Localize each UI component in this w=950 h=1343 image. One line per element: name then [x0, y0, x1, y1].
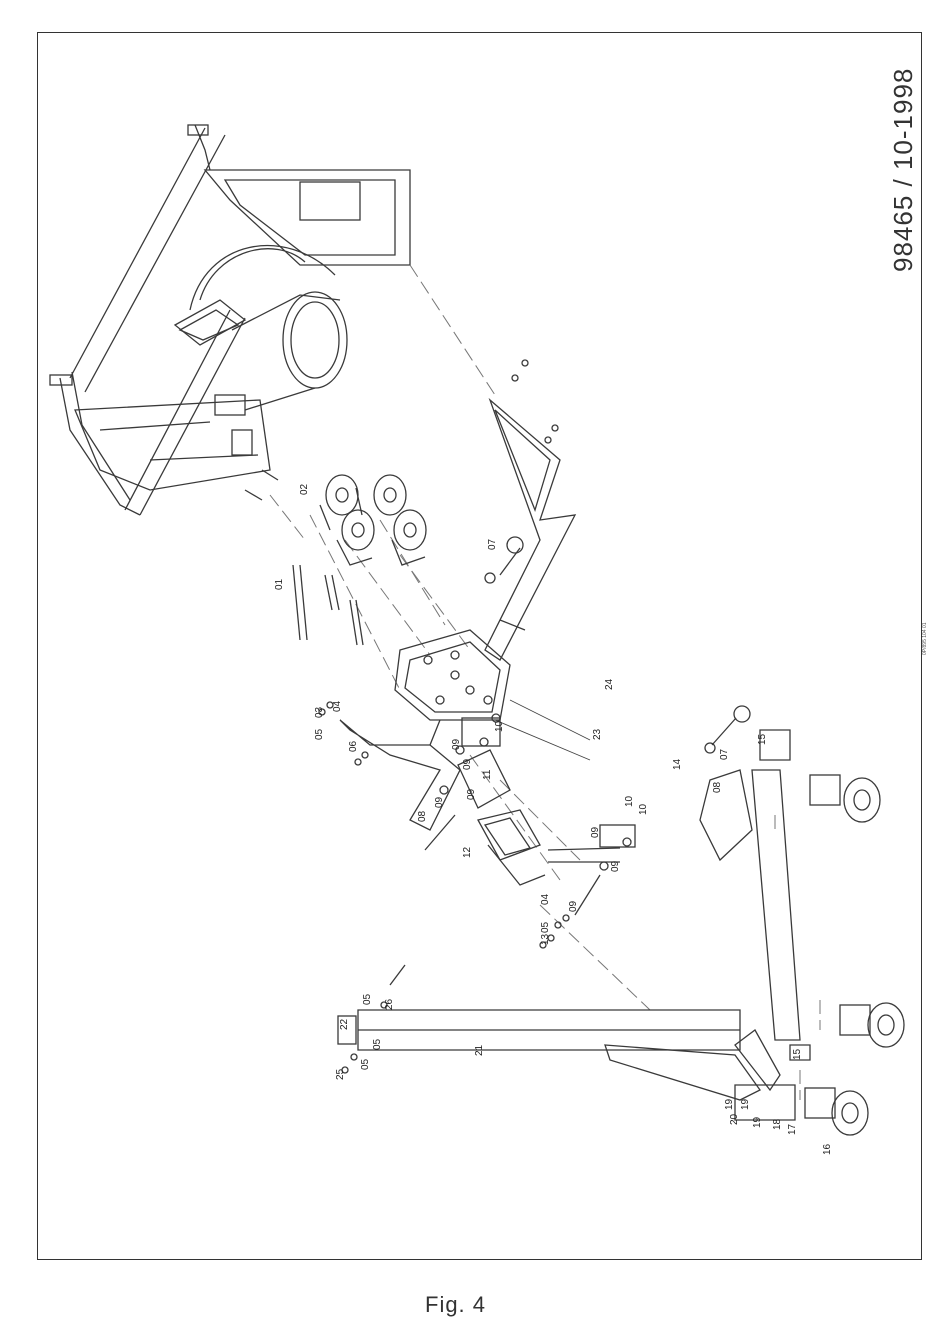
part-label-19: 19	[752, 1116, 763, 1128]
part-label-20: 20	[729, 1113, 740, 1125]
margin-note-text: 0P/895 104 01	[922, 622, 928, 655]
part-label-22: 22	[339, 1018, 350, 1030]
part-label-16: 16	[822, 1143, 833, 1155]
part-label-05: 05	[540, 921, 551, 933]
part-label-14: 14	[672, 758, 683, 770]
part-label-19: 19	[724, 1098, 735, 1110]
part-label-05: 05	[372, 1038, 383, 1050]
part-label-19: 19	[740, 1098, 751, 1110]
part-label-05: 05	[314, 728, 325, 740]
part-label-05: 05	[362, 993, 373, 1005]
shafts	[293, 565, 363, 645]
part-label-09: 09	[610, 860, 621, 872]
base-frame	[605, 770, 800, 1120]
part-label-07: 07	[719, 748, 730, 760]
part-label-08: 08	[417, 810, 428, 822]
part-label-09: 09	[434, 796, 445, 808]
part-label-18: 18	[772, 1118, 783, 1130]
leader-lines	[495, 700, 590, 760]
part-label-09: 09	[466, 788, 477, 800]
part-label-10: 10	[494, 720, 505, 732]
part-label-24: 24	[604, 678, 615, 690]
part-label-26: 26	[384, 998, 395, 1010]
part-label-09: 09	[451, 738, 462, 750]
part-label-04: 04	[332, 700, 343, 712]
part-label-10: 10	[638, 803, 649, 815]
part-label-03: 03	[314, 706, 325, 718]
part-label-12: 12	[462, 846, 473, 858]
margin-note: 0P/895 104 01	[917, 600, 931, 660]
part-label-07: 07	[487, 538, 498, 550]
part-label-17: 17	[787, 1123, 798, 1135]
bracket-06	[340, 720, 460, 830]
part-label-15: 15	[792, 1048, 803, 1060]
pivot-parts	[458, 750, 752, 885]
part-label-15: 15	[757, 733, 768, 745]
part-label-06: 06	[348, 740, 359, 752]
machine-body	[50, 125, 410, 515]
part-label-21: 21	[474, 1044, 485, 1056]
rollers	[320, 475, 426, 565]
bracket-plates	[395, 630, 510, 746]
explosion-lines	[270, 265, 820, 1100]
part-label-09: 09	[462, 758, 473, 770]
fasteners	[319, 360, 631, 1073]
drawing-number: 98465 / 10-1998	[882, 72, 922, 282]
mast-21	[338, 1010, 740, 1050]
figure-caption: Fig. 4	[425, 1292, 486, 1318]
part-label-09: 09	[590, 826, 601, 838]
part-label-01: 01	[274, 578, 285, 590]
part-label-11: 11	[482, 769, 493, 780]
part-label-23: 23	[592, 728, 603, 740]
part-label-09: 09	[568, 900, 579, 912]
part-label-05: 05	[360, 1058, 371, 1070]
part-label-10: 10	[624, 795, 635, 807]
part-label-13: 13	[540, 933, 551, 945]
part-label-04: 04	[540, 893, 551, 905]
part-label-02: 02	[299, 483, 310, 495]
part-label-25: 25	[335, 1068, 346, 1080]
frame-arm	[485, 400, 575, 660]
part-label-08: 08	[712, 781, 723, 793]
drawing-number-text: 98465 / 10-1998	[888, 68, 919, 272]
